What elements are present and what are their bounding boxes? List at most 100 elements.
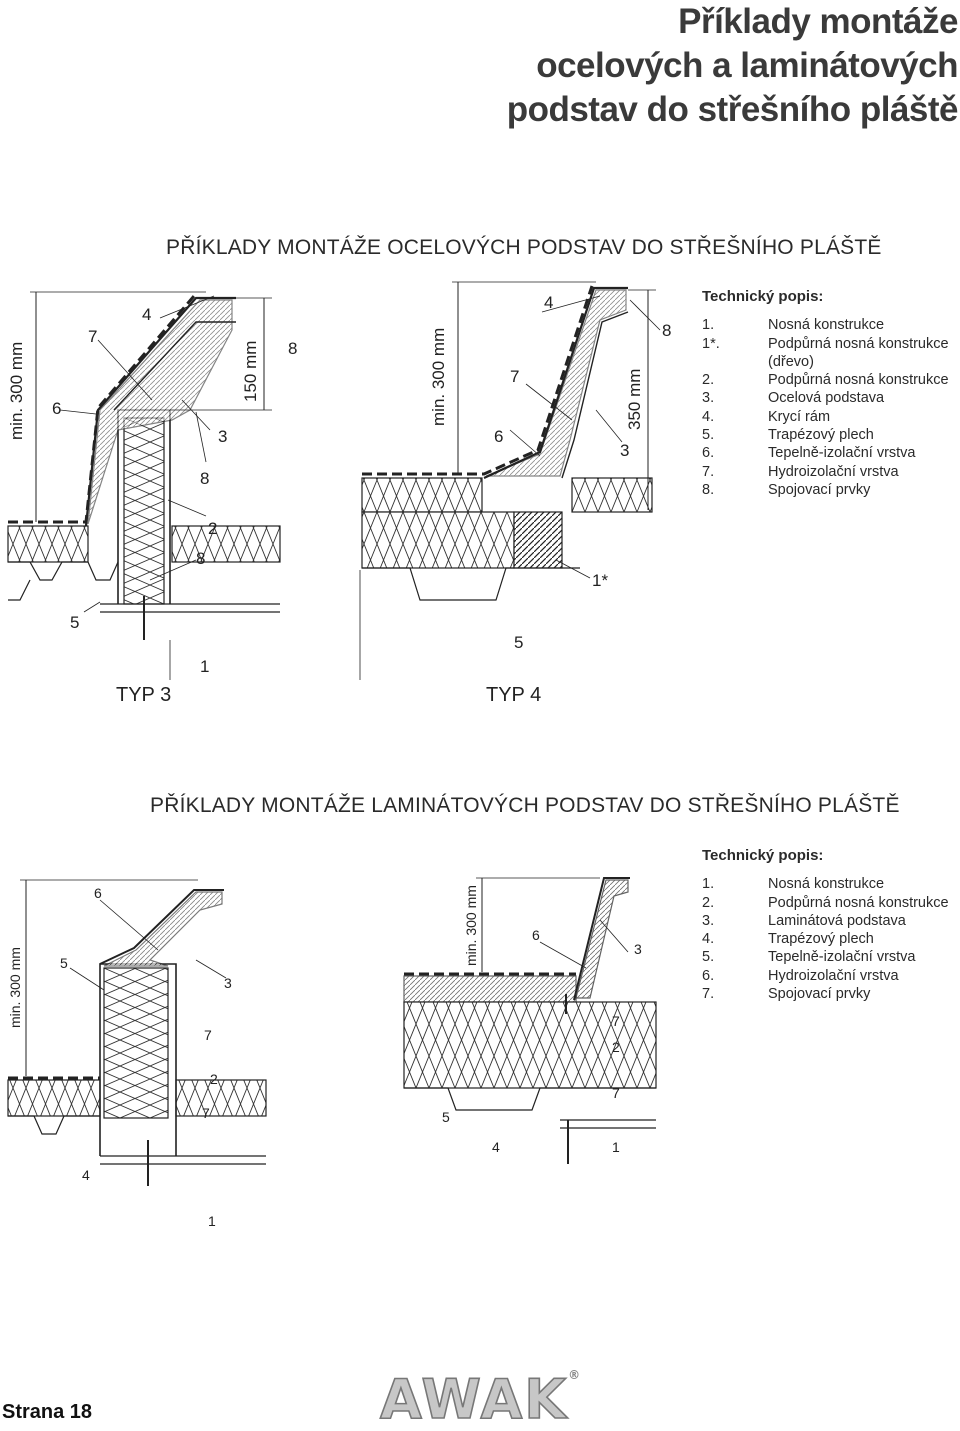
desc-item-number: 4.: [702, 931, 715, 948]
lam-b-callout: 4: [492, 1139, 500, 1155]
desc-item-text: Nosná konstrukce: [768, 876, 885, 893]
lam-b-callout: 5: [442, 1109, 450, 1125]
typ3-callout: 8: [196, 549, 205, 568]
typ4-callout: 7: [510, 367, 519, 386]
logo-text: AWAK: [379, 1367, 569, 1431]
laminate-a-labels: min. 300 mm 6 5 3 7 2 7 4 1: [7, 885, 232, 1229]
typ3-callout: 7: [88, 327, 97, 346]
desc-item: 3. Laminátová podstava: [702, 912, 949, 930]
desc-item-number: 2.: [702, 894, 715, 911]
typ3-callout: 8: [288, 339, 297, 358]
desc-item-text: (dřevo): [768, 353, 814, 370]
typ4-labels: min. 300 mm 350 mm 4 8 7 6 3 1* 5: [429, 293, 671, 652]
desc-item-number: 6.: [702, 967, 715, 984]
title-line-2: ocelových a laminátových: [536, 46, 958, 85]
tech-desc-1-heading: Technický popis:: [702, 288, 824, 305]
typ4-label: TYP 4: [486, 684, 542, 706]
desc-item-number: 3.: [702, 390, 715, 407]
laminate-a-drawing: [7, 879, 267, 1186]
desc-item: 4. Trapézový plech: [702, 930, 949, 948]
typ4-callout: 8: [662, 321, 671, 340]
desc-item-text: Krycí rám: [768, 408, 831, 425]
typ4-callout: 5: [514, 633, 523, 652]
lam-a-callout: 7: [202, 1105, 210, 1121]
desc-item-text: Hydroizolační vrstva: [768, 967, 899, 984]
page-title: Příklady montáže ocelových a laminátovýc…: [338, 0, 959, 132]
typ3-callout: 2: [208, 519, 217, 538]
lam-a-callout: 7: [204, 1027, 212, 1043]
desc-item-number: 5.: [702, 427, 715, 444]
laminate-b-drawing: [403, 877, 657, 1164]
typ3-labels: min. 300 mm 150 mm 4 7 6 3 8 8 2 8 5 1: [7, 305, 297, 676]
desc-item: 7.Spojovací prvky: [702, 985, 949, 1003]
typ4-callout: 3: [620, 441, 629, 460]
desc-item-text: Podpůrná nosná konstrukce: [768, 894, 949, 911]
typ3-callout: 6: [52, 399, 61, 418]
lam-b-dim-min300: min. 300 mm: [463, 885, 479, 966]
desc-item: 8. Spojovací prvky: [702, 481, 949, 499]
typ4-drawing: [359, 281, 661, 680]
logo-registered-mark: ®: [568, 1368, 583, 1382]
desc-item-text: Laminátová podstava: [768, 912, 906, 929]
tech-desc-1: Technický popis: 1. Nosná konstrukce 1*. Po…: [702, 288, 949, 499]
desc-item-number: 2.: [702, 372, 715, 389]
desc-item: 1*. Podpůrná nosná konstrukce: [702, 335, 949, 353]
desc-item-text: Nosná konstrukce: [768, 317, 885, 334]
lam-a-dim-min300: min. 300 mm: [7, 947, 23, 1028]
lam-b-callout: 1: [612, 1139, 620, 1155]
typ3-callout: 1: [200, 657, 209, 676]
desc-item: 6. Hydroizolační vrstva: [702, 967, 949, 985]
desc-item-text: Podpůrná nosná konstrukce: [768, 335, 949, 352]
lam-a-callout: 6: [94, 885, 102, 901]
lam-a-callout: 4: [82, 1167, 90, 1183]
lam-a-callout: 3: [224, 975, 232, 991]
desc-item-text: Hydroizolační vrstva: [768, 463, 899, 480]
desc-item-text: Trapézový plech: [768, 931, 874, 948]
awak-logo: AWAK®: [379, 1367, 583, 1431]
typ4-callout: 1*: [592, 571, 608, 590]
desc-item-number: 1.: [702, 876, 715, 893]
typ4-dim-min300: min. 300 mm: [429, 328, 448, 426]
lam-b-callout: 7: [612, 1085, 620, 1101]
typ3-callout: 3: [218, 427, 227, 446]
desc-item-text: Spojovací prvky: [768, 481, 871, 498]
desc-item: 1. Nosná konstrukce: [702, 316, 949, 334]
desc-item-number: 1*.: [702, 335, 720, 352]
desc-item-number: 3.: [702, 912, 715, 929]
section1-heading: PŘÍKLADY MONTÁŽE OCELOVÝCH PODSTAV DO ST…: [166, 236, 882, 259]
desc-item: (dřevo): [702, 353, 949, 371]
desc-item-number: [702, 353, 768, 371]
desc-item-text: Ocelová podstava: [768, 390, 885, 407]
desc-item-text: Podpůrná nosná konstrukce: [768, 372, 949, 389]
typ3-label: TYP 3: [116, 684, 172, 706]
desc-item-text: Trapézový plech: [768, 427, 874, 444]
desc-item: 5.Tepelně-izolační vrstva: [702, 948, 949, 966]
desc-item: 2. Podpůrná nosná konstrukce: [702, 894, 949, 912]
laminate-b-labels: min. 300 mm 6 3 7 2 7 5 4 1: [442, 885, 642, 1155]
typ3-callout: 5: [70, 613, 79, 632]
lam-a-callout: 2: [210, 1071, 218, 1087]
desc-item: 5. Trapézový plech: [702, 426, 949, 444]
tech-desc-2: Technický popis: 1. Nosná konstrukce 2. Pod…: [702, 847, 949, 1003]
desc-item-number: 8.: [702, 481, 715, 498]
lam-b-callout: 3: [634, 941, 642, 957]
desc-item-number: 7.: [702, 463, 715, 480]
desc-item-number: 6.: [702, 445, 715, 462]
typ4-callout: 6: [494, 427, 503, 446]
typ3-callout: 4: [142, 305, 151, 324]
tech-desc-2-heading: Technický popis:: [702, 847, 824, 864]
desc-item: 7. Hydroizolační vrstva: [702, 463, 949, 481]
lam-b-callout: 6: [532, 927, 540, 943]
typ3-drawing: [7, 291, 281, 680]
desc-item: 3. Ocelová podstava: [702, 389, 949, 407]
desc-item-number: 4.: [702, 408, 715, 425]
desc-item: 6.Tepelně-izolační vrstva: [702, 444, 949, 462]
desc-item: 1. Nosná konstrukce: [702, 875, 949, 893]
desc-item-text: Tepelně-izolační vrstva: [768, 949, 916, 966]
desc-item-number: 1.: [702, 317, 715, 334]
title-line-3: podstav do střešního pláště: [506, 90, 959, 129]
lam-a-callout: 1: [208, 1213, 216, 1229]
typ3-dim-min300: min. 300 mm: [7, 342, 26, 440]
desc-item: 2. Podpůrná nosná konstrukce: [702, 371, 949, 389]
